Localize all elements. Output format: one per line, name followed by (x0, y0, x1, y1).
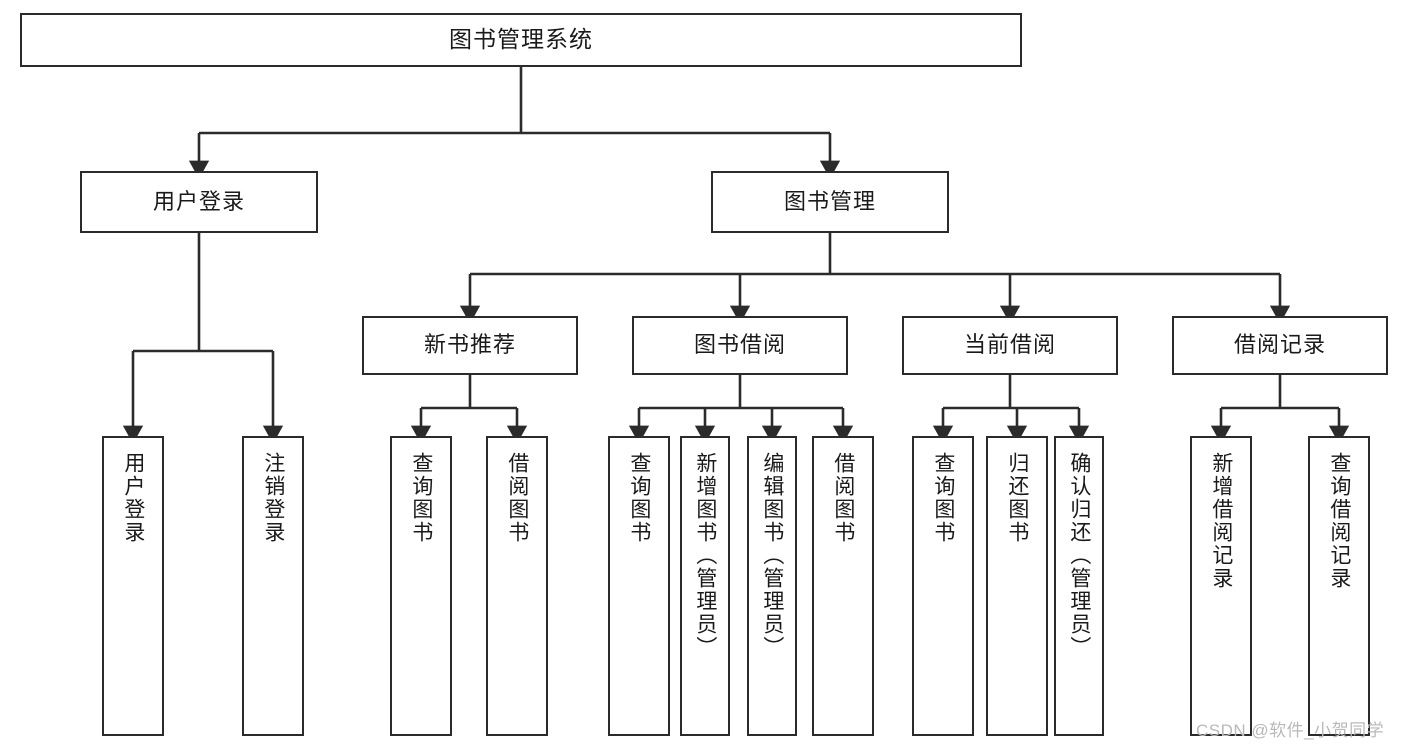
leaf-label: 用户登录 (121, 452, 145, 544)
node-new-book-recommend[interactable]: 新书推荐 (362, 316, 578, 375)
leaf-label: 编辑图书（管理员） (760, 452, 784, 659)
node-leaf-query-book-1[interactable]: 查询图书 (390, 436, 452, 736)
leaf-label: 查询图书 (627, 452, 651, 544)
node-leaf-borrow-book-2[interactable]: 借阅图书 (812, 436, 874, 736)
node-leaf-edit-book-admin[interactable]: 编辑图书（管理员） (747, 436, 797, 736)
node-leaf-add-book-admin[interactable]: 新增图书（管理员） (680, 436, 730, 736)
node-book-management[interactable]: 图书管理 (711, 171, 949, 233)
node-leaf-return-book[interactable]: 归还图书 (986, 436, 1048, 736)
leaf-label: 查询图书 (931, 452, 955, 544)
node-current-borrow[interactable]: 当前借阅 (902, 316, 1118, 375)
leaf-label: 查询借阅记录 (1327, 452, 1351, 590)
leaf-label: 注销登录 (261, 452, 285, 544)
leaf-label: 查询图书 (409, 452, 433, 544)
node-leaf-query-borrow-record[interactable]: 查询借阅记录 (1308, 436, 1370, 736)
leaf-label: 借阅图书 (505, 452, 529, 544)
node-borrow-record[interactable]: 借阅记录 (1172, 316, 1388, 375)
node-leaf-add-borrow-record[interactable]: 新增借阅记录 (1190, 436, 1252, 736)
leaf-label: 归还图书 (1005, 452, 1029, 544)
node-leaf-confirm-return-admin[interactable]: 确认归还（管理员） (1054, 436, 1104, 736)
node-root-system[interactable]: 图书管理系统 (20, 13, 1022, 67)
node-leaf-logout[interactable]: 注销登录 (242, 436, 304, 736)
leaf-label: 借阅图书 (831, 452, 855, 544)
node-user-login[interactable]: 用户登录 (80, 171, 318, 233)
node-leaf-query-book-3[interactable]: 查询图书 (912, 436, 974, 736)
node-leaf-borrow-book-1[interactable]: 借阅图书 (486, 436, 548, 736)
node-book-borrow[interactable]: 图书借阅 (632, 316, 848, 375)
leaf-label: 确认归还（管理员） (1067, 452, 1091, 659)
leaf-label: 新增图书（管理员） (693, 452, 717, 659)
leaf-label: 新增借阅记录 (1209, 452, 1233, 590)
node-leaf-query-book-2[interactable]: 查询图书 (608, 436, 670, 736)
node-leaf-user-login[interactable]: 用户登录 (102, 436, 164, 736)
csdn-watermark: CSDN @软件_小贺同学 (1196, 721, 1385, 740)
